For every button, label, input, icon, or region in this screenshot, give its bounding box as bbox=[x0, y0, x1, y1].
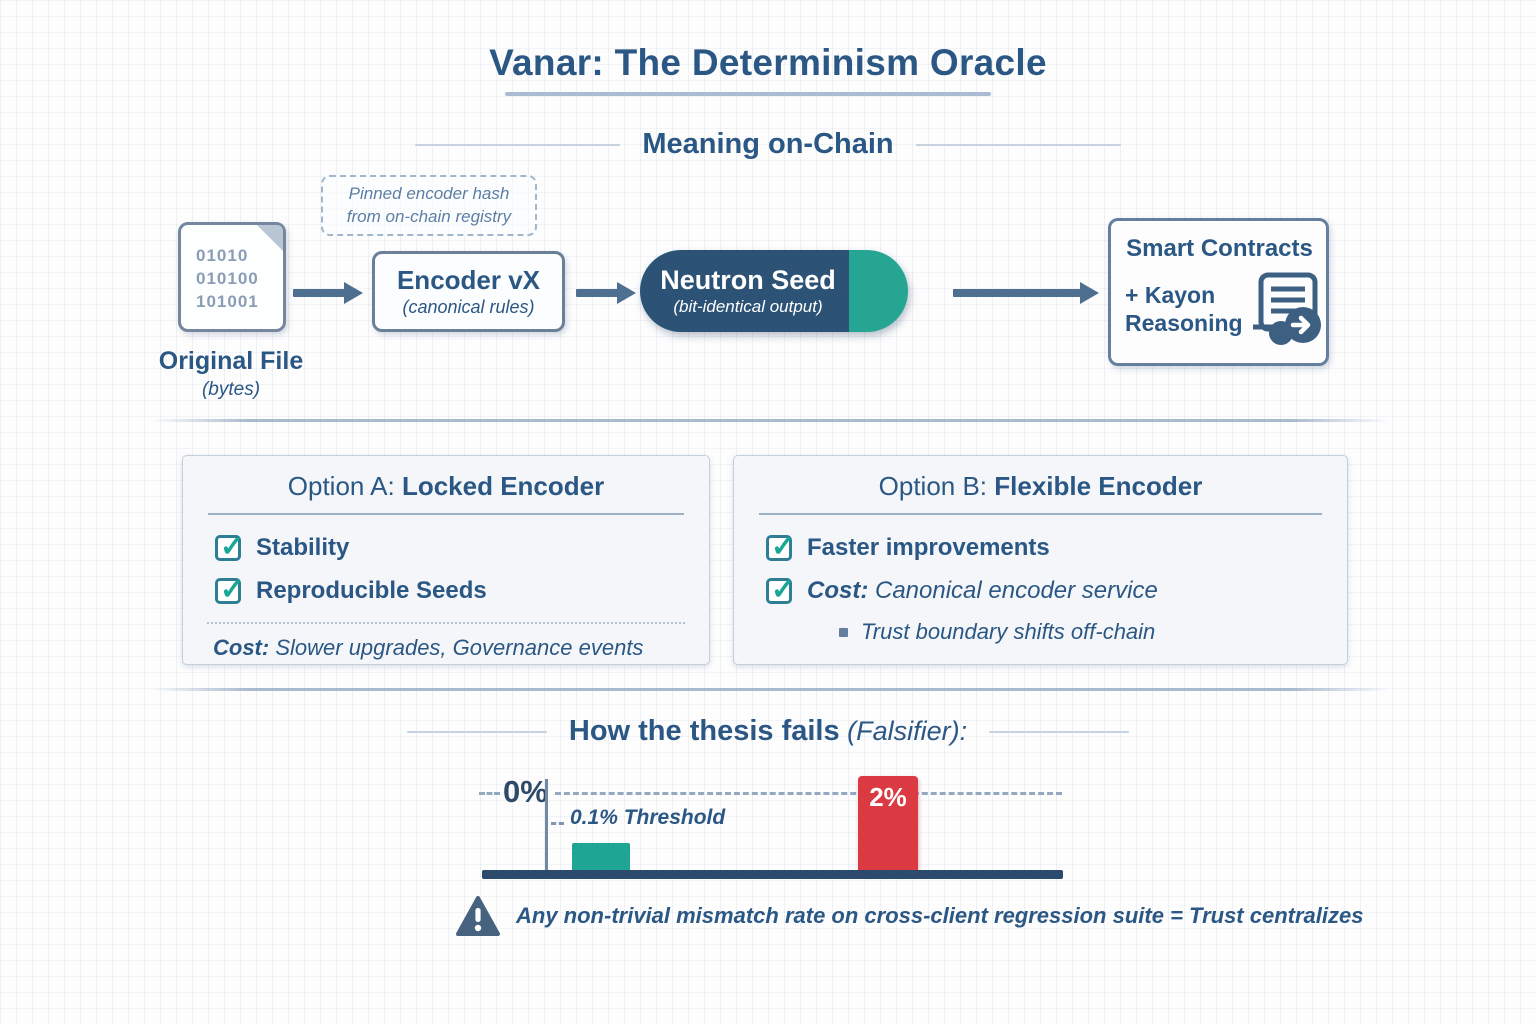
falsifier-heading-text: How the thesis fails (Falsifier): bbox=[569, 715, 967, 748]
section-divider bbox=[150, 688, 1390, 691]
option-a-title: Option A: Locked Encoder bbox=[183, 471, 709, 502]
option-a-cost-line: Cost: Slower upgrades, Governance events bbox=[213, 635, 684, 661]
checkbox-checked-icon bbox=[766, 529, 795, 564]
check-item-label: Faster improvements bbox=[807, 534, 1050, 561]
title-underline bbox=[505, 92, 991, 96]
checkbox-checked-icon bbox=[215, 572, 244, 607]
option-b-title: Option B: Flexible Encoder bbox=[734, 471, 1347, 502]
option-a-title-bold: Locked Encoder bbox=[401, 471, 605, 501]
option-dotted-divider bbox=[207, 622, 685, 624]
checkbox-checked-icon bbox=[215, 529, 244, 564]
smart-contracts-title: Smart Contracts bbox=[1126, 235, 1313, 262]
sub-bullet-label: Trust boundary shifts off-chain bbox=[861, 619, 1156, 644]
option-b-title-bold: Flexible Encoder bbox=[994, 471, 1203, 501]
sub-bullet-item: Trust boundary shifts off-chain bbox=[839, 619, 1347, 645]
encoder-subtitle: (canonical rules) bbox=[402, 297, 535, 317]
threshold-tick-dash bbox=[551, 822, 564, 825]
heading-line-right bbox=[989, 730, 1130, 733]
smart-contracts-addon-row: + Kayon Reasoning bbox=[1125, 271, 1321, 349]
addon-line2: Reasoning bbox=[1125, 310, 1243, 336]
zero-line-left-dash bbox=[479, 792, 500, 795]
check-item-label: Cost: Canonical encoder service bbox=[807, 577, 1158, 605]
option-a-title-prefix: Option A: bbox=[287, 471, 402, 501]
chart-baseline-axis bbox=[482, 870, 1063, 879]
checkbox-checked-icon bbox=[766, 572, 795, 607]
file-binary-text: 01010 010100 101001 bbox=[181, 225, 283, 314]
falsifier-heading-bold: How the thesis fails bbox=[568, 715, 840, 747]
smart-contracts-node: Smart Contracts + Kayon Reasoning bbox=[1108, 218, 1329, 366]
section-heading-text: Meaning on-Chain bbox=[642, 128, 894, 160]
option-a-card: Option A: Locked Encoder Stability Repro… bbox=[182, 455, 710, 665]
cost-text: Canonical encoder service bbox=[868, 577, 1158, 604]
heading-line-left bbox=[406, 730, 547, 733]
original-file-label: Original File bbox=[158, 347, 304, 375]
check-item-label: Reproducible Seeds bbox=[256, 577, 487, 604]
heading-line-right bbox=[915, 143, 1121, 146]
mismatch-bar-label: 2% bbox=[869, 782, 907, 812]
seed-title: Neutron Seed bbox=[660, 265, 836, 295]
falsifier-warning: Any non-trivial mismatch rate on cross-c… bbox=[455, 895, 1363, 937]
threshold-label: 0.1% Threshold bbox=[570, 806, 726, 829]
file-fold-corner-icon bbox=[257, 225, 283, 251]
binary-line: 010100 bbox=[196, 268, 259, 288]
plus-icon: + bbox=[1125, 282, 1139, 309]
warning-triangle-icon bbox=[456, 896, 500, 936]
check-item: Reproducible Seeds bbox=[215, 572, 709, 607]
chart-y-axis bbox=[545, 779, 548, 875]
pinned-encoder-note: Pinned encoder hash from on-chain regist… bbox=[321, 175, 537, 236]
zero-percent-label: 0% bbox=[503, 774, 548, 809]
kayon-reasoning-label: + Kayon Reasoning bbox=[1125, 282, 1243, 337]
encoder-title: Encoder vX bbox=[396, 265, 541, 295]
falsifier-heading-italic: (Falsifier): bbox=[839, 716, 968, 746]
check-item: Cost: Canonical encoder service bbox=[766, 572, 1347, 607]
option-title-rule bbox=[208, 513, 684, 515]
flow-arrow-icon bbox=[576, 282, 636, 304]
neutron-seed-node: Neutron Seed (bit-identical output) bbox=[640, 250, 908, 332]
mismatch-bar: 2% bbox=[858, 776, 918, 874]
check-item: Stability bbox=[215, 529, 709, 564]
check-item: Faster improvements bbox=[766, 529, 1347, 564]
option-b-title-prefix: Option B: bbox=[878, 471, 995, 501]
option-title-rule bbox=[759, 513, 1322, 515]
seed-pill-text: Neutron Seed (bit-identical output) bbox=[640, 250, 908, 332]
cost-text: Slower upgrades, Governance events bbox=[269, 635, 644, 660]
seed-subtitle: (bit-identical output) bbox=[673, 297, 823, 316]
section-divider bbox=[150, 419, 1390, 422]
document-reasoning-icon bbox=[1252, 272, 1321, 345]
warning-text: Any non-trivial mismatch rate on cross-c… bbox=[516, 903, 1364, 928]
original-file-icon: 01010 010100 101001 bbox=[178, 222, 286, 332]
cost-label: Cost: bbox=[213, 635, 270, 660]
binary-line: 101001 bbox=[196, 291, 259, 311]
cost-label: Cost: bbox=[807, 577, 869, 604]
section-heading-falsifier: How the thesis fails (Falsifier): bbox=[0, 715, 1536, 748]
check-item-label: Stability bbox=[256, 534, 350, 561]
page-title: Vanar: The Determinism Oracle bbox=[489, 42, 1047, 83]
threshold-bar bbox=[572, 843, 630, 874]
square-bullet-icon bbox=[839, 627, 848, 637]
flow-arrow-icon bbox=[293, 282, 363, 304]
flow-arrow-icon bbox=[953, 282, 1099, 304]
heading-line-left bbox=[415, 143, 621, 146]
zero-reference-dashed-line bbox=[555, 792, 1062, 795]
original-file-sublabel: (bytes) bbox=[201, 379, 261, 400]
option-b-card: Option B: Flexible Encoder Faster improv… bbox=[733, 455, 1348, 665]
seed-pill-blue-segment bbox=[640, 250, 850, 332]
encoder-node: Encoder vX (canonical rules) bbox=[372, 251, 565, 332]
binary-line: 01010 bbox=[196, 246, 249, 265]
section-heading-meaning: Meaning on-Chain bbox=[0, 128, 1536, 161]
addon-line1: Kayon bbox=[1138, 282, 1216, 309]
